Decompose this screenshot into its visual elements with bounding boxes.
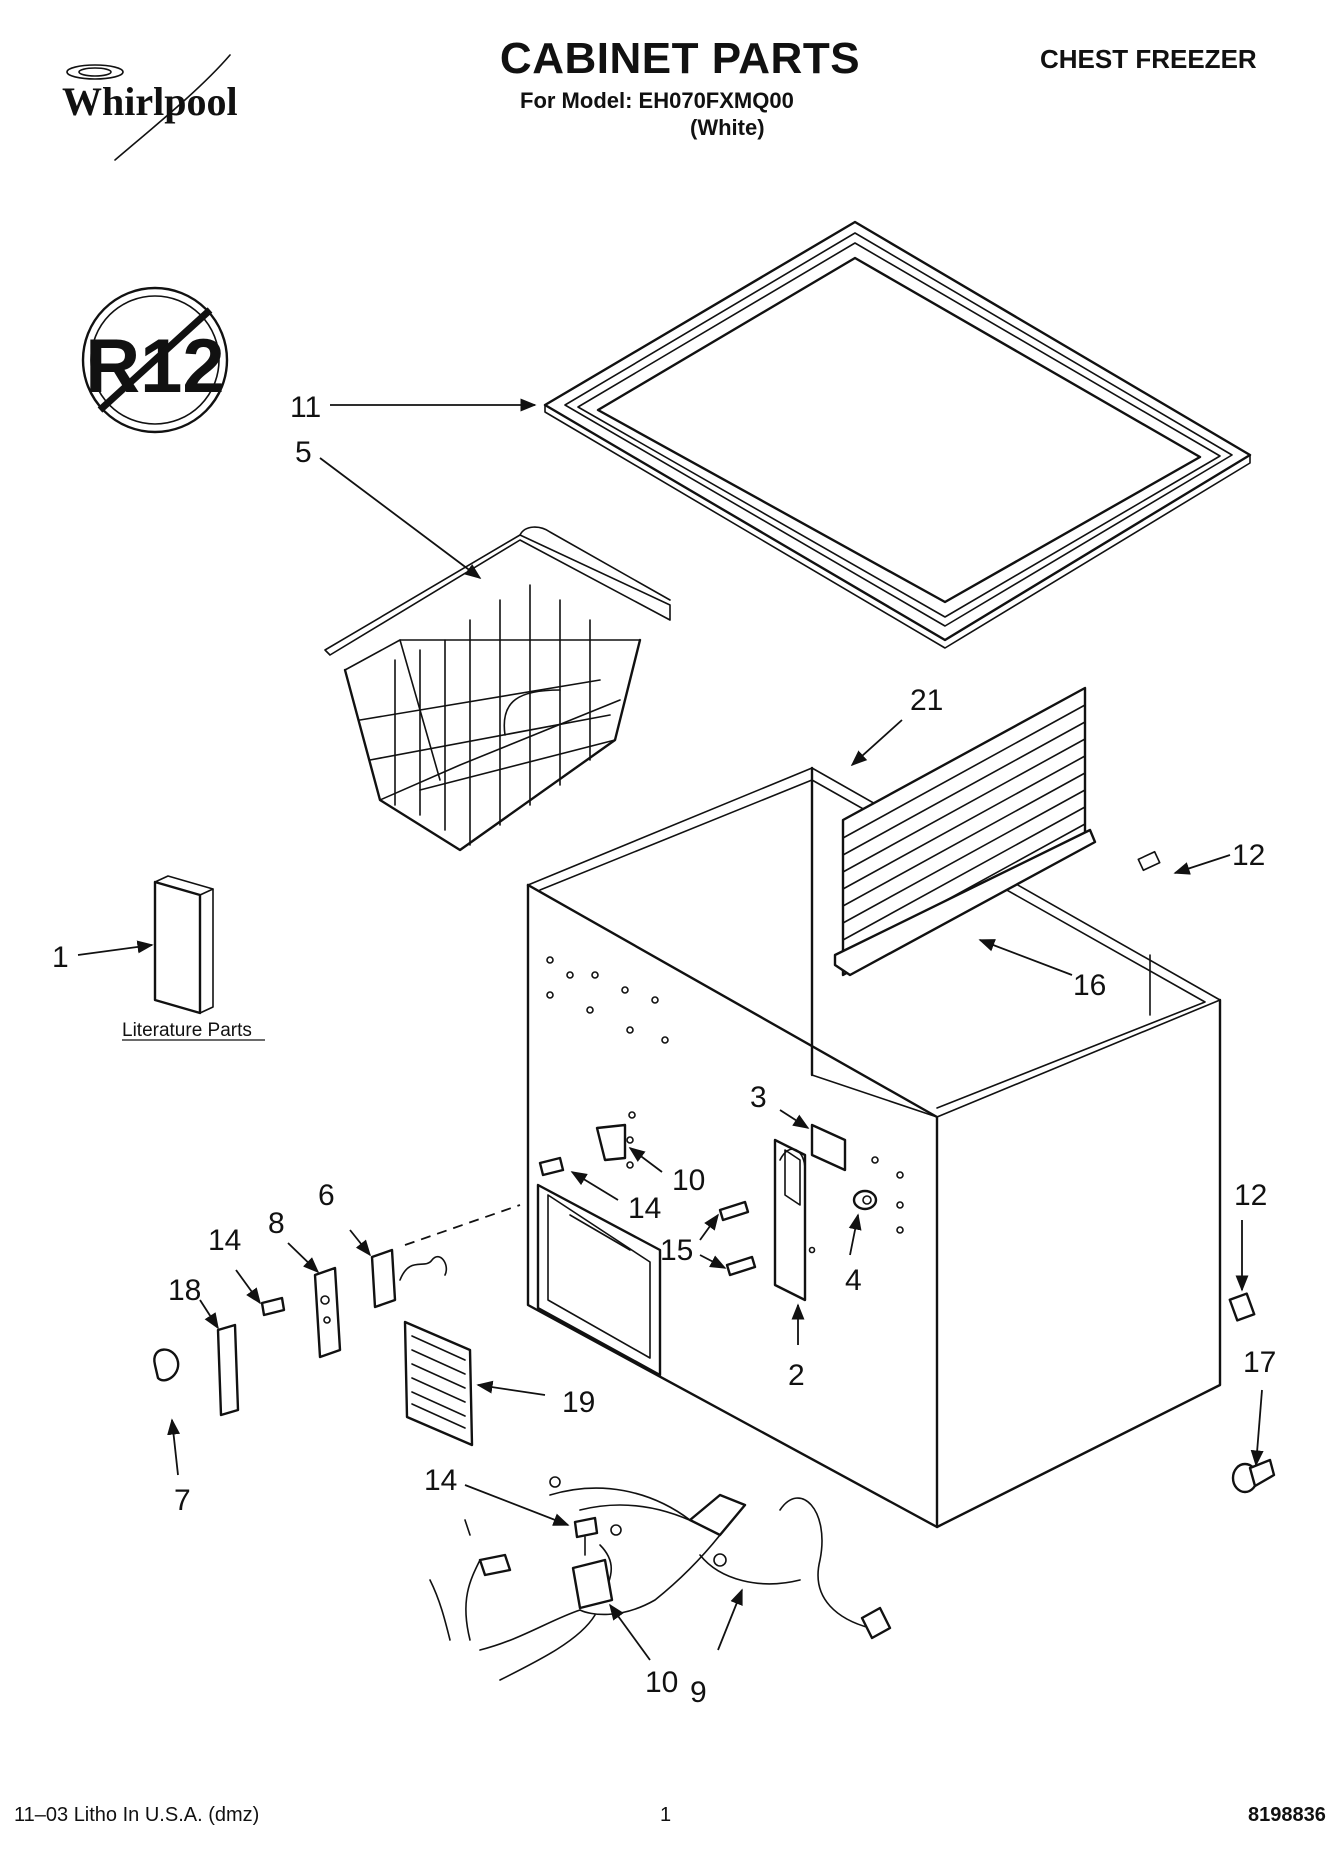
model-line: For Model: EH070FXMQ00 [520,88,794,113]
wire-clip-lower [571,1558,614,1610]
footer-litho: 11–03 Litho In U.S.A. (dmz) [14,1804,260,1826]
callout-10-upper: 10 [672,1164,705,1197]
screw-14-upper [538,1156,565,1177]
footer-part-number: 8198836 [1248,1804,1326,1826]
callout-17: 17 [1243,1346,1276,1379]
callout-12-upper: 12 [1232,839,1265,872]
page-title: CABINET PARTS [499,34,861,83]
callout-10-lower: 10 [645,1666,678,1699]
callout-8: 8 [268,1207,285,1240]
callout-9: 9 [690,1676,707,1709]
callout-19: 19 [562,1386,595,1419]
callout-6: 6 [318,1179,335,1212]
callout-7: 7 [174,1484,191,1517]
hinge-screws [718,1200,757,1277]
literature-parts-label: Literature Parts [122,1020,252,1041]
brand-swoosh-icon [66,54,231,161]
brand-name: Whirlpool [62,79,238,124]
wire-clip-upper [595,1111,636,1162]
callout-12-lower: 12 [1234,1179,1267,1212]
color-line: (White) [690,115,765,140]
footer-page-number: 1 [660,1804,672,1826]
leveling-foot [1231,1458,1276,1494]
callout-1: 1 [52,941,69,974]
control-overlay-strip [216,1323,240,1417]
thermostat [370,1204,521,1309]
lid-gasket [543,220,1252,649]
brand-logo: Whirlpool [62,78,238,125]
divider-panel [833,686,1097,977]
callout-14-lower: 14 [424,1464,457,1497]
callout-4: 4 [845,1264,862,1297]
bumper-part [852,1189,878,1211]
freezer-cabinet [526,766,1222,1529]
label-12-upper [1137,850,1161,872]
product-category: CHEST FREEZER [1040,44,1257,74]
callout-2: 2 [788,1359,805,1392]
callout-numbers: 11 5 21 12 16 1 3 10 14 15 4 2 12 17 6 8… [52,391,1276,1709]
no-r12-icon: R12 [81,286,229,434]
callout-21: 21 [910,684,943,717]
wiring-harness [429,1476,892,1681]
wire-basket [324,526,671,852]
callout-5: 5 [295,436,312,469]
callout-leaders [77,398,1264,1661]
thermostat-knob [153,1348,180,1382]
callout-15: 15 [660,1234,693,1267]
callout-3: 3 [750,1081,767,1114]
literature-booklet-icon [153,875,214,1015]
callout-14-upper: 14 [628,1192,661,1225]
vent-grille [403,1320,474,1447]
screw-14-left [260,1296,286,1317]
hinge-assembly [773,1123,847,1302]
callout-18: 18 [168,1274,201,1307]
screw-14-lower [573,1516,599,1556]
control-plate [313,1266,342,1359]
callout-16: 16 [1073,969,1106,1002]
label-12-lower [1228,1292,1256,1322]
callout-14-left: 14 [208,1224,241,1257]
callout-11: 11 [290,391,321,424]
badge-text: R12 [85,324,224,409]
